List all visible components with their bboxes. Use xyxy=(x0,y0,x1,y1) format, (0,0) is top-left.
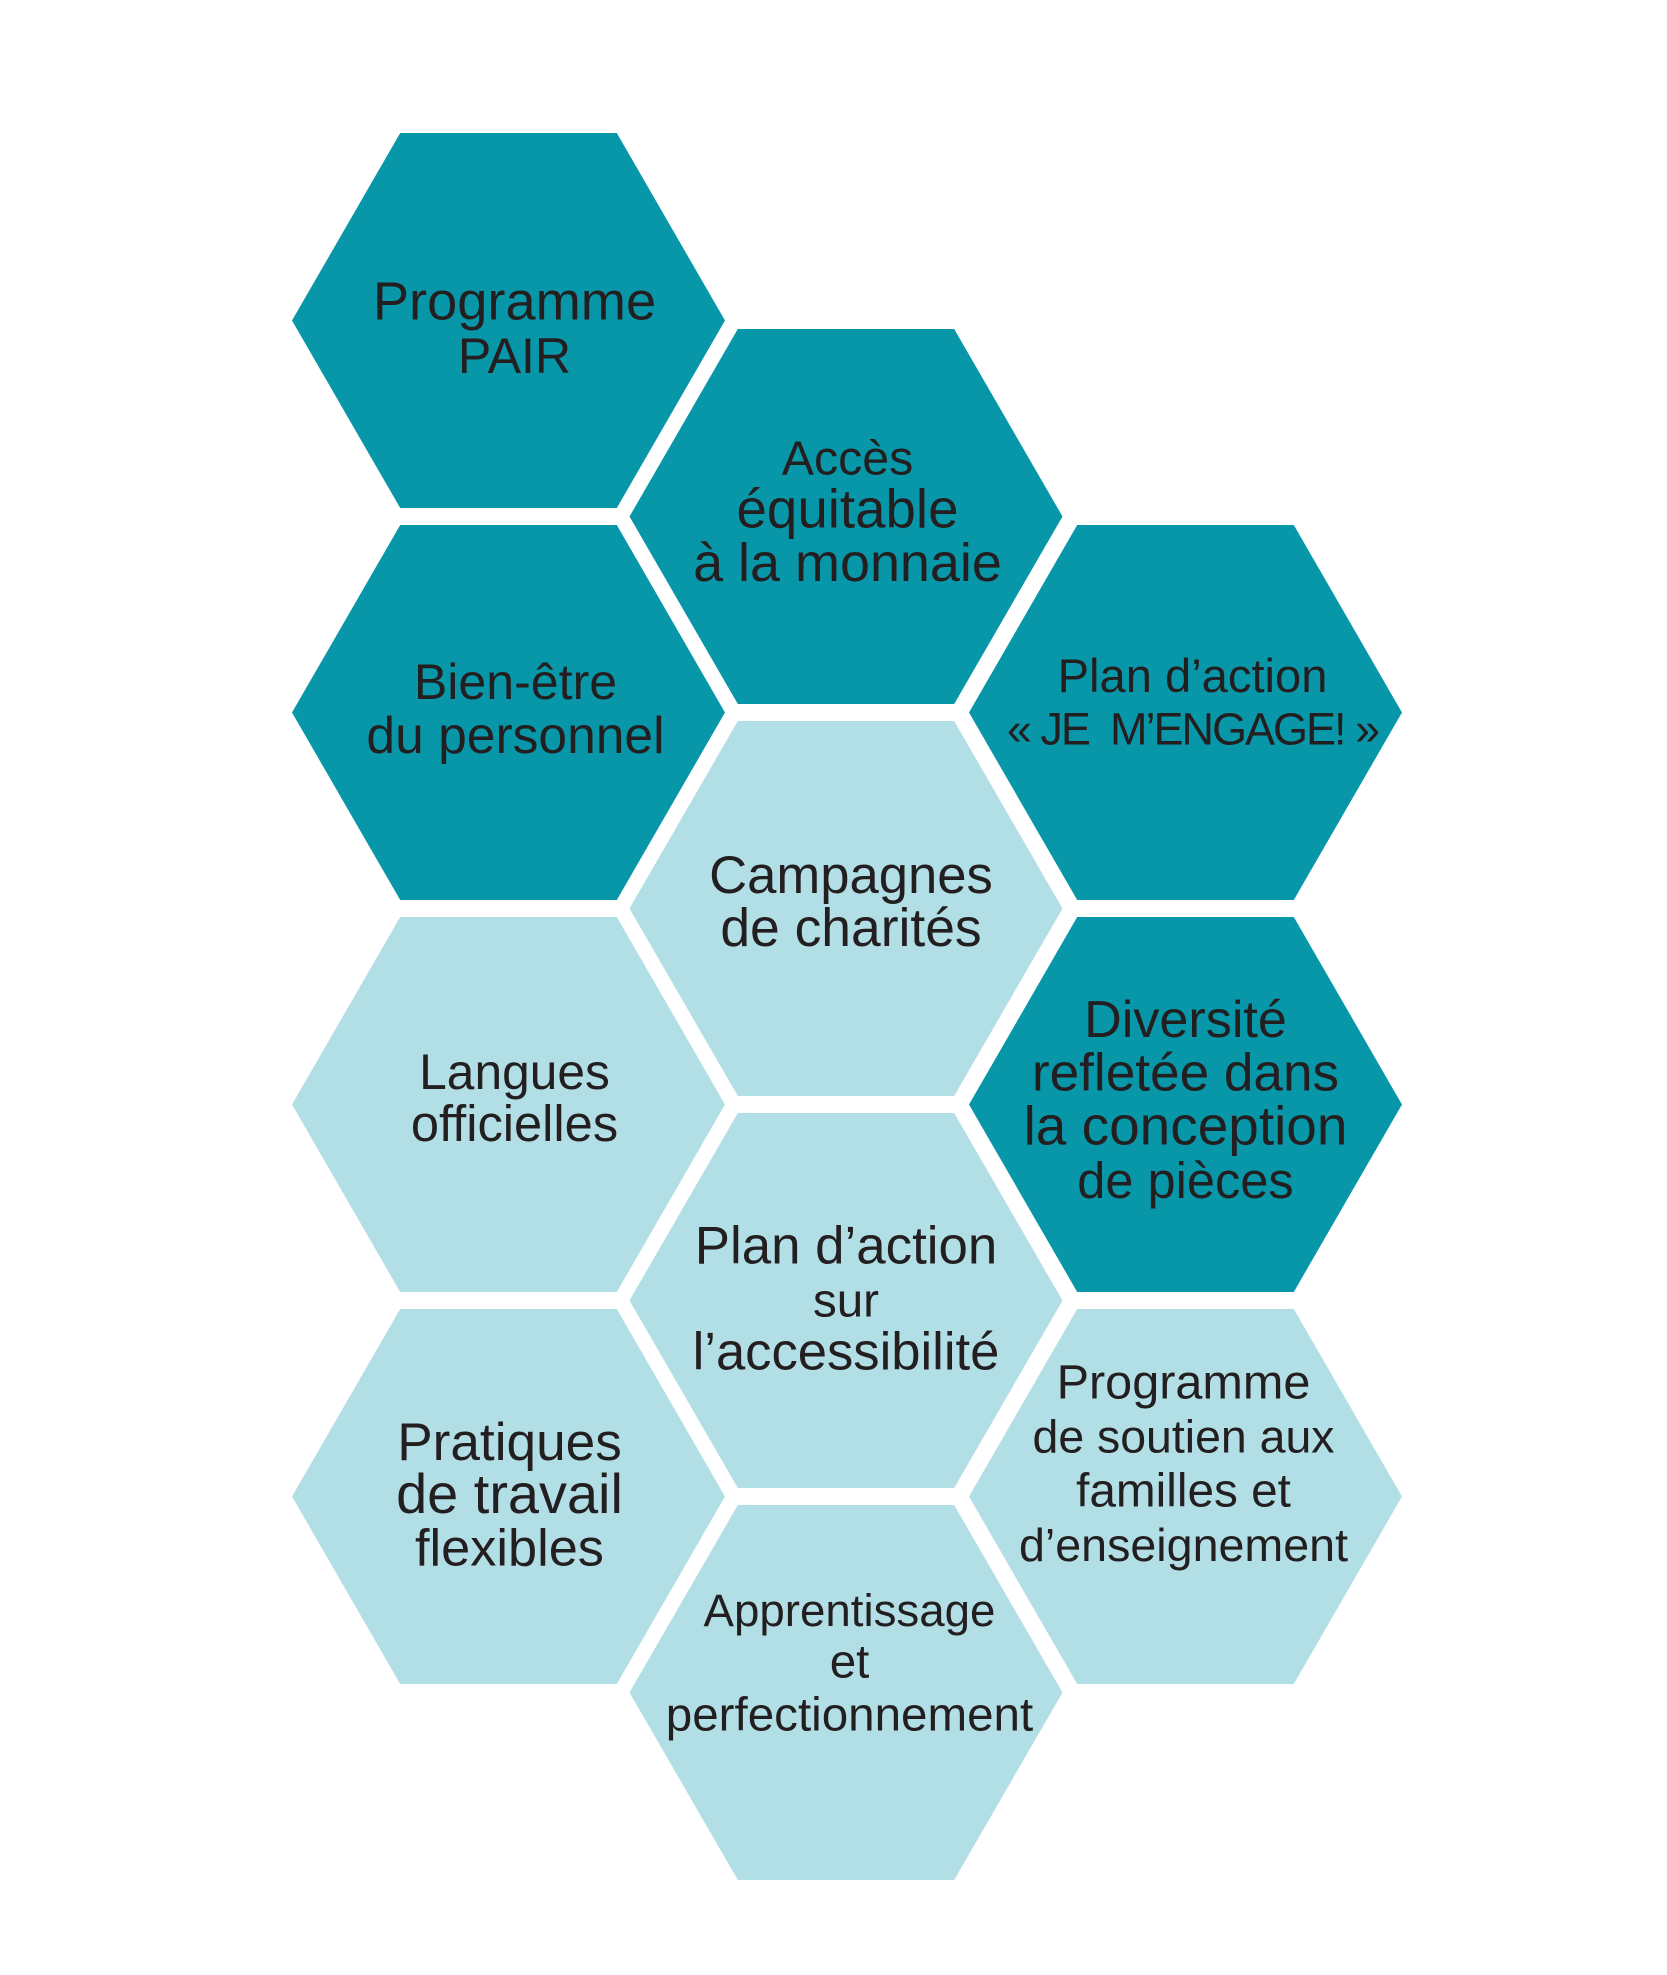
svg-text:flexibles: flexibles xyxy=(415,1520,604,1578)
svg-text:refletée dans: refletée dans xyxy=(1032,1044,1339,1103)
svg-text:de travail: de travail xyxy=(396,1462,623,1525)
svg-text:Campagnes: Campagnes xyxy=(709,846,993,905)
svg-text:équitable: équitable xyxy=(737,478,959,540)
svg-text:Apprentissage: Apprentissage xyxy=(704,1585,996,1636)
svg-text:à la monnaie: à la monnaie xyxy=(693,533,1002,593)
svg-text:Diversité: Diversité xyxy=(1084,991,1287,1049)
svg-text:Accès: Accès xyxy=(782,432,914,486)
svg-text:Langues: Langues xyxy=(419,1044,610,1100)
svg-text:Pratiques: Pratiques xyxy=(397,1413,622,1472)
svg-text:la conception: la conception xyxy=(1024,1094,1348,1156)
svg-text:familles et: familles et xyxy=(1076,1465,1291,1518)
svg-text:de pièces: de pièces xyxy=(1077,1152,1293,1209)
svg-text:Bien-être: Bien-être xyxy=(414,654,617,710)
svg-text:Programme: Programme xyxy=(373,272,656,332)
svg-text:sur: sur xyxy=(813,1275,879,1328)
svg-text:de soutien aux: de soutien aux xyxy=(1033,1411,1335,1463)
svg-text:officielles: officielles xyxy=(411,1095,618,1152)
svg-text:l’accessibilité: l’accessibilité xyxy=(693,1323,1000,1382)
svg-text:et: et xyxy=(830,1636,870,1689)
svg-text:PAIR: PAIR xyxy=(458,328,571,384)
svg-text:de charités: de charités xyxy=(720,899,981,958)
svg-text:Plan d’action: Plan d’action xyxy=(695,1217,998,1276)
svg-text:du personnel: du personnel xyxy=(366,706,664,764)
svg-text:« JE M’ENGAGE! »: « JE M’ENGAGE! » xyxy=(1007,704,1379,755)
svg-text:Plan d’action: Plan d’action xyxy=(1058,649,1328,702)
svg-text:perfectionnement: perfectionnement xyxy=(666,1688,1033,1741)
svg-text:d’enseignement: d’enseignement xyxy=(1019,1519,1348,1571)
svg-text:Programme: Programme xyxy=(1057,1356,1311,1410)
